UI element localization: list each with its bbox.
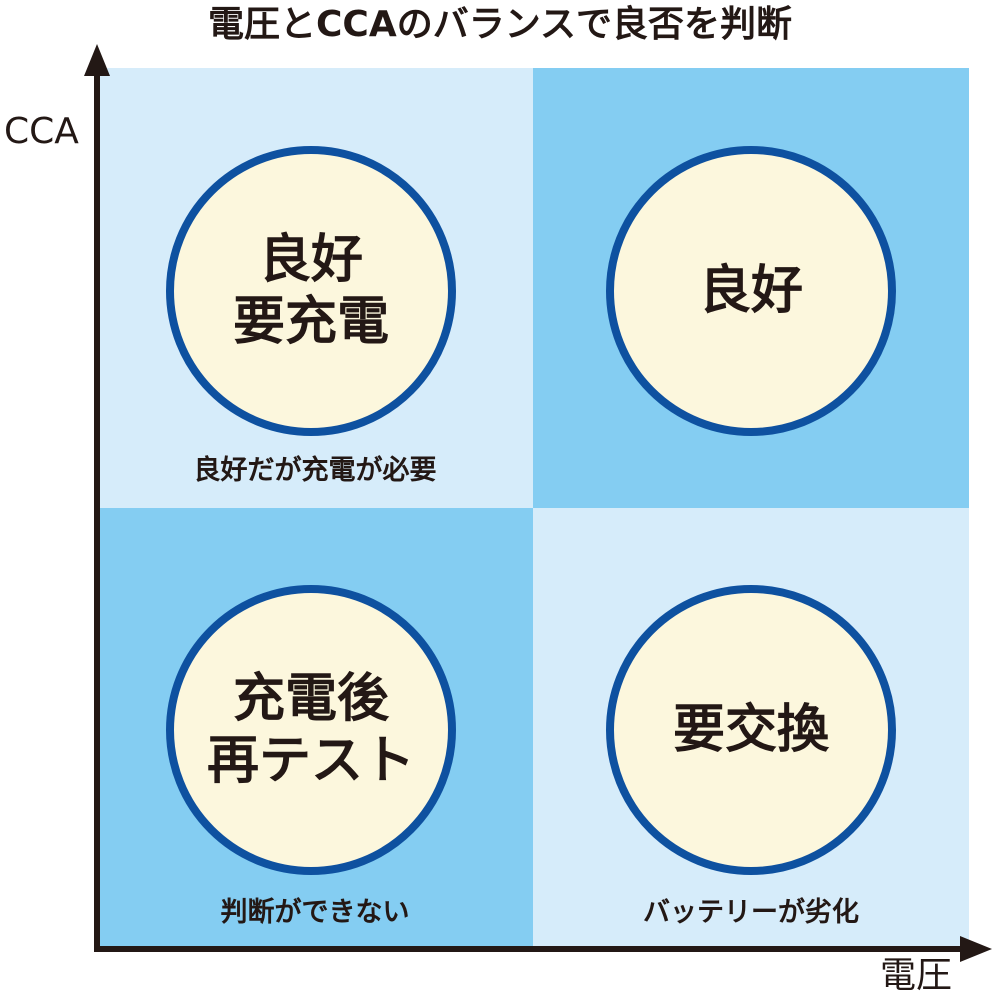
verdict-line: 良好	[258, 230, 363, 290]
y-axis-label: CCA	[4, 111, 79, 152]
verdict-circle-bottom-left: 充電後 再テスト	[166, 585, 456, 875]
quadrant-note-bottom-left: 判断ができない	[220, 897, 410, 928]
verdict-circle-top-left: 良好 要充電	[166, 146, 456, 436]
quadrant-note-bottom-right: バッテリーが劣化	[643, 897, 859, 928]
x-axis-label: 電圧	[880, 955, 953, 996]
y-axis-arrowhead	[84, 44, 110, 76]
verdict-circle-bottom-right: 要交換	[606, 585, 896, 875]
verdict-line: 再テスト	[206, 731, 415, 791]
quadrant-note-top-left: 良好だが充電が必要	[193, 455, 437, 486]
verdict-line: 充電後	[232, 669, 389, 729]
verdict-circle-top-right: 良好	[606, 146, 896, 436]
verdict-line: 要交換	[672, 700, 829, 760]
verdict-line: 要充電	[232, 292, 389, 352]
x-axis-arrowhead	[960, 936, 992, 962]
verdict-line: 良好	[698, 261, 803, 321]
diagram-title: 電圧とCCAのバランスで良否を判断	[208, 4, 792, 45]
